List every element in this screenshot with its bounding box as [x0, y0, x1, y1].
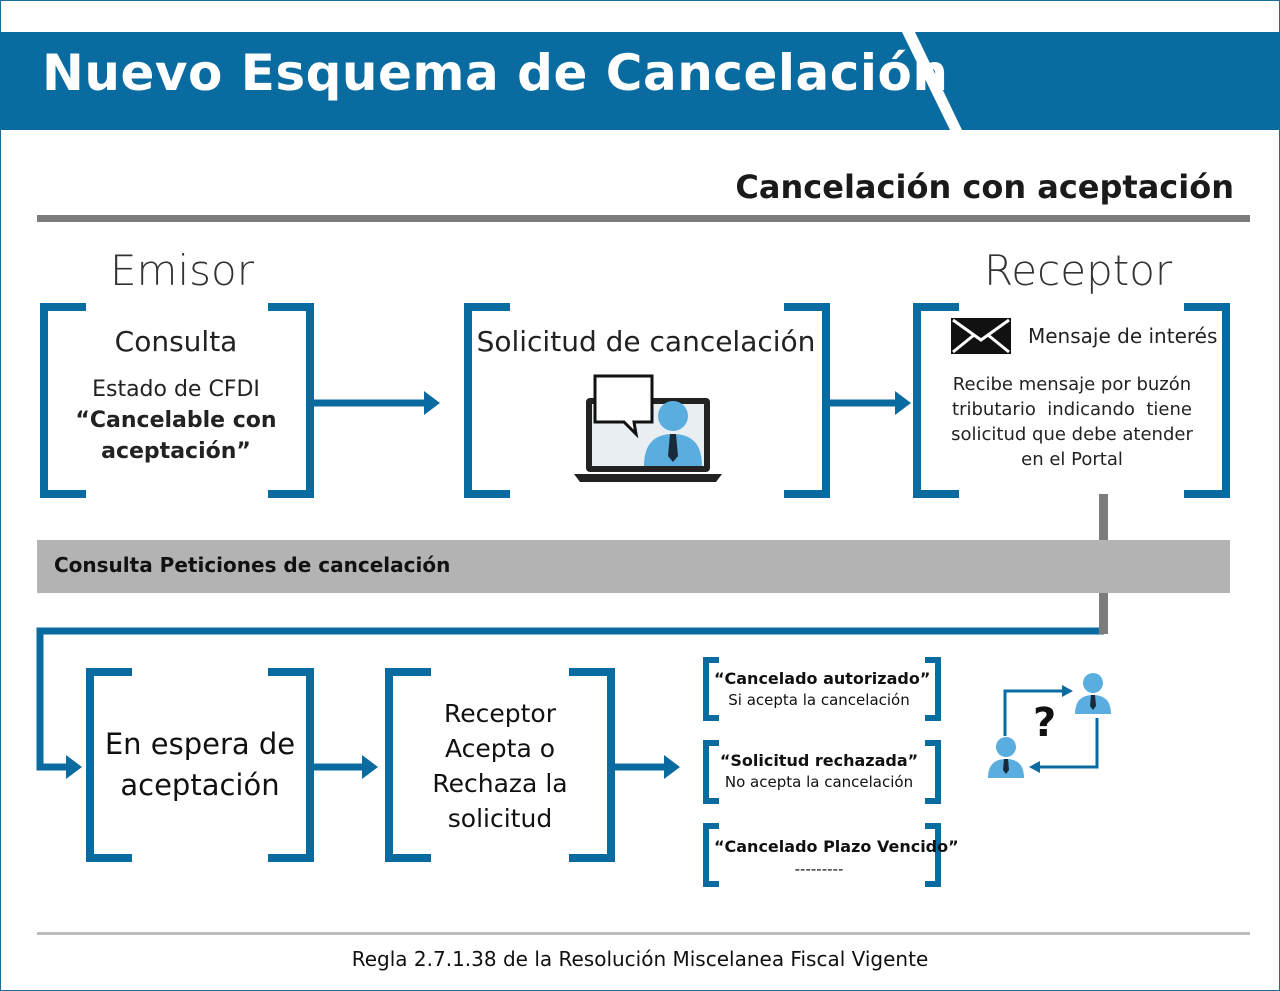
banner-shape: [0, 32, 1280, 130]
footer-rule: [37, 932, 1250, 935]
arrow-return-head: [66, 755, 82, 779]
page-title: Nuevo Esquema de Cancelación: [42, 44, 949, 102]
bracket-solicitud-right: [784, 303, 830, 498]
acepta-line1: Receptor: [444, 699, 556, 728]
consulta-line1: Estado de CFDI: [92, 377, 260, 402]
user-icon: [644, 401, 702, 466]
return-path: [36, 627, 1104, 771]
bracket-acepta-right: [569, 668, 615, 862]
acepta-line2: Acepta o: [444, 734, 556, 763]
footer-text: Regla 2.7.1.38 de la Resolución Miscelan…: [351, 947, 929, 971]
bracket-status3-right: [925, 823, 941, 887]
mensaje-title: Mensaje de interés: [1028, 324, 1218, 348]
bracket-status2-right: [925, 740, 941, 804]
status-autorizado-title: “Cancelado autorizado”: [714, 669, 931, 688]
arrow-1-head: [424, 391, 440, 415]
question-icon: ?: [1033, 700, 1057, 746]
status-vencido-sub: ---------: [794, 860, 844, 878]
acepta-line4: solicitud: [447, 804, 553, 833]
consulta-line3: aceptación”: [101, 439, 251, 464]
solicitud-title: Solicitud de cancelación: [476, 325, 816, 358]
bracket-solicitud-left: [464, 303, 510, 498]
cycle-arrow-bottom: [1038, 718, 1099, 769]
role-receptor: Receptor: [984, 246, 1173, 295]
bracket-status3-left: [703, 823, 719, 887]
role-emisor: Emisor: [110, 246, 254, 295]
cycle-arrow-top: [1003, 689, 1064, 736]
bracket-mensaje-right: [1184, 303, 1230, 498]
consulta-title: Consulta: [114, 325, 238, 358]
status-autorizado-sub: Si acepta la cancelación: [728, 691, 910, 709]
consulta-peticiones-label: Consulta Peticiones de cancelación: [54, 553, 451, 577]
mensaje-line1: Recibe mensaje por buzón: [952, 374, 1192, 395]
mensaje-line2: tributario indicando tiene: [952, 399, 1192, 420]
section-subtitle: Cancelación con aceptación: [735, 168, 1234, 206]
cycle-arrowhead-top: [1062, 685, 1073, 697]
espera-line1: En espera de: [104, 727, 296, 761]
laptop-icon: [574, 374, 722, 482]
bracket-status1-left: [703, 657, 719, 721]
envelope-icon: [951, 318, 1011, 354]
cycle-arrowhead-bottom: [1029, 761, 1040, 773]
section-rule: [37, 215, 1250, 222]
bracket-consulta-left: [40, 303, 86, 498]
status-vencido-title: “Cancelado Plazo Vencido”: [714, 837, 959, 856]
bracket-espera-left: [86, 668, 132, 862]
user-icon: [988, 737, 1024, 778]
status-rechazada-title: “Solicitud rechazada”: [719, 751, 919, 770]
espera-line2: aceptación: [120, 768, 280, 802]
consulta-peticiones-bar: Consulta Peticiones de cancelación: [37, 540, 1230, 593]
mensaje-line4: en el Portal: [1021, 449, 1123, 470]
bracket-mensaje-left: [913, 303, 959, 498]
chat-bubble-icon: [593, 374, 654, 439]
user-icon: [1075, 673, 1111, 714]
mensaje-line3: solicitud que debe atender: [951, 424, 1193, 445]
bracket-acepta-left: [385, 668, 431, 862]
arrow-3-head: [362, 755, 378, 779]
status-rechazada-sub: No acepta la cancelación: [724, 773, 914, 791]
bracket-status2-left: [703, 740, 719, 804]
bracket-consulta-right: [268, 303, 314, 498]
arrow-4-head: [664, 755, 680, 779]
header-banner: [0, 32, 1280, 130]
acepta-line3: Rechaza la: [432, 769, 568, 798]
bracket-espera-right: [268, 668, 314, 862]
arrow-2-head: [895, 391, 911, 415]
consulta-line2: “Cancelable con: [75, 408, 277, 433]
bracket-status1-right: [925, 657, 941, 721]
